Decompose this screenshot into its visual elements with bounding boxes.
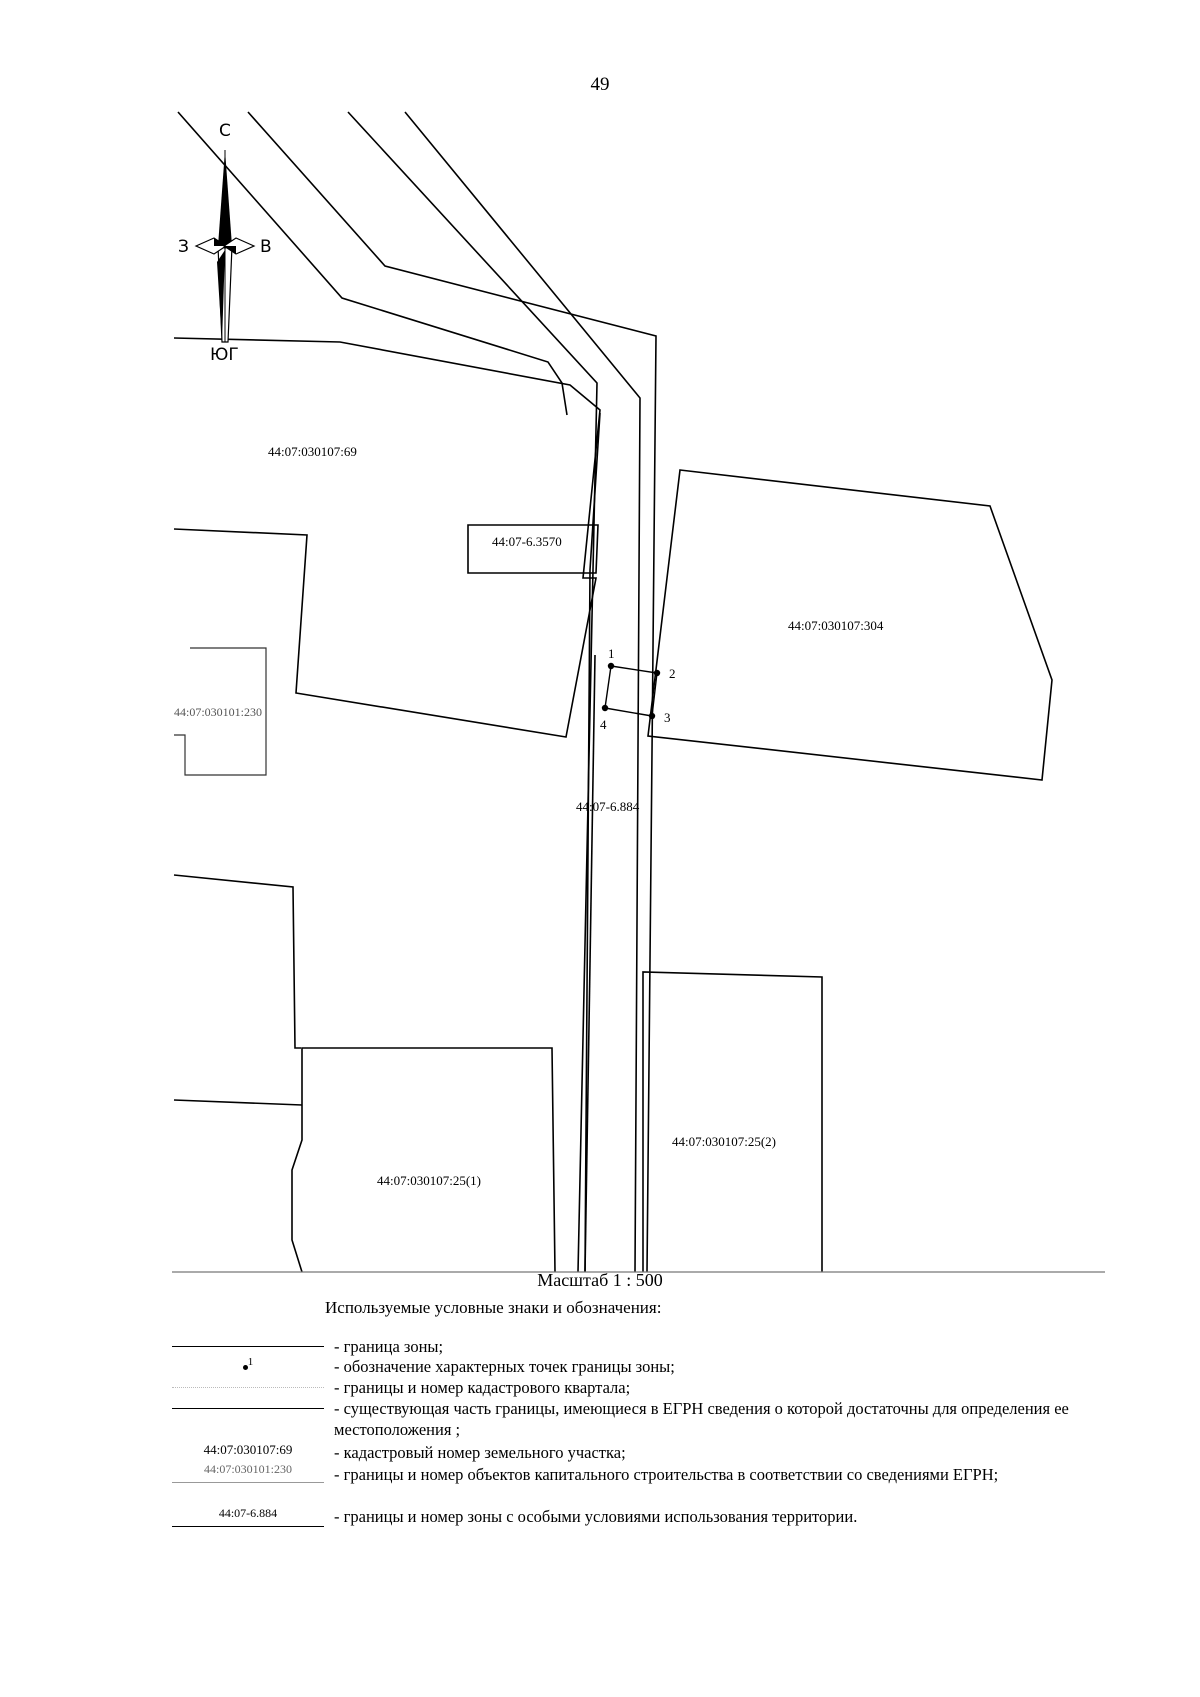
legend-title: Используемые условные знаки и обозначени… (325, 1298, 662, 1317)
parcel-304-boundary (647, 469, 1053, 781)
corridor-line-left (584, 412, 601, 1273)
zone-3570-boundary (467, 524, 599, 574)
parcel-25-1-label: 44:07:030107:25(1) (377, 1173, 481, 1188)
parcel-left-mid-boundary (173, 874, 301, 1049)
diagonal-boundary-4 (404, 111, 641, 1273)
diagonal-boundary-1 (177, 111, 568, 416)
building-230-label: 44:07:030101:230 (174, 705, 262, 719)
parcel-69-boundary (173, 337, 601, 738)
legend-sample-special-zone: 44:07-6.884 (172, 1506, 324, 1527)
parcel-left-low-boundary (173, 1099, 303, 1106)
compass-north-label: С (219, 121, 231, 141)
legend-sample-zone-line (172, 1346, 324, 1347)
compass-south-label: ЮГ (210, 345, 239, 365)
legend-sample-quarter-line (172, 1387, 324, 1388)
legend-sample-parcel-number: 44:07:030107:69 (203, 1442, 293, 1457)
page-number: 49 (590, 74, 610, 95)
zone-884-label: 44:07-6.884 (576, 799, 640, 814)
building-230-boundary (174, 647, 267, 776)
parcel-69-label: 44:07:030107:69 (268, 444, 357, 459)
point-1-label: 1 (608, 646, 615, 661)
compass-rose-icon (194, 150, 256, 343)
cadastral-map: 1 2 3 4 44:07:030107:69 44:07-6.3570 44:… (172, 111, 1105, 1273)
parcel-25-1-boundary (291, 1047, 556, 1273)
diagonal-boundary-3 (347, 111, 598, 1273)
point-1-marker (607, 662, 615, 670)
point-4-label: 4 (600, 717, 607, 732)
compass-east-label: В (260, 237, 272, 257)
scale-caption: Масштаб 1 : 500 (537, 1270, 663, 1290)
point-4-marker (601, 704, 609, 712)
legend-sample-building: 44:07:030101:230 (172, 1462, 324, 1483)
zone-boundary-polygon (604, 665, 658, 717)
corridor-line-left-inner (584, 654, 596, 1273)
zone-3570-label: 44:07-6.3570 (492, 534, 562, 549)
diagonal-boundary-2 (247, 111, 657, 1273)
parcel-304-label: 44:07:030107:304 (788, 618, 884, 633)
point-3-marker (648, 712, 656, 720)
point-2-label: 2 (669, 666, 676, 681)
point-2-marker (653, 669, 661, 677)
point-3-label: 3 (664, 710, 671, 725)
parcel-25-2-boundary (642, 971, 823, 1272)
point-dot-icon (242, 1364, 248, 1370)
compass-west-label: З (178, 237, 189, 257)
legend-sample-point: 1 (172, 1356, 324, 1376)
legend-sample-existing-line (172, 1408, 324, 1409)
parcel-25-2-label: 44:07:030107:25(2) (672, 1134, 776, 1149)
